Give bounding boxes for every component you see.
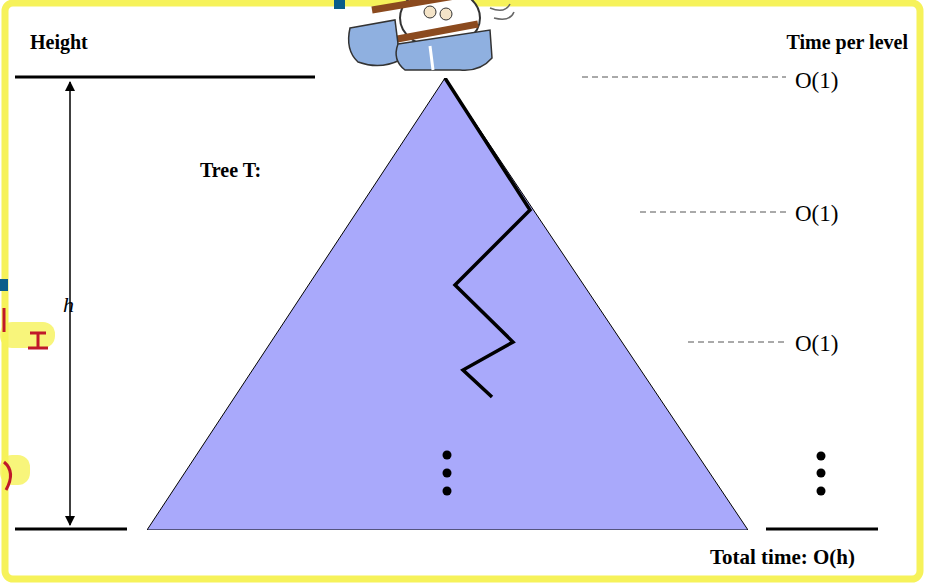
ellipsis-dot — [443, 487, 452, 496]
level-line — [582, 77, 786, 342]
height-symbol: h — [63, 294, 74, 316]
cost-label: O(1) — [795, 202, 838, 225]
marker-square — [334, 0, 345, 9]
sum-line — [766, 528, 878, 531]
search-path — [445, 78, 530, 397]
total-label: Total time: O(h) — [710, 547, 855, 568]
cost-label: O(1) — [795, 69, 838, 92]
ellipsis-dot — [443, 469, 452, 478]
ellipsis-dots — [817, 452, 826, 496]
tree-shape — [147, 78, 748, 530]
triangle-outline — [147, 78, 748, 530]
handwriting — [0, 308, 55, 490]
marker-square — [0, 279, 8, 291]
highlight-frame — [5, 3, 920, 579]
sled-icon — [349, 0, 514, 70]
tree-triangle: Tree T: — [147, 78, 748, 530]
cost-label: O(1) — [795, 332, 838, 355]
ellipsis-dot — [443, 451, 452, 460]
column-title: Time per level — [787, 32, 908, 52]
axis-title: Height — [30, 32, 88, 52]
tree-label: Tree T: — [200, 160, 261, 180]
